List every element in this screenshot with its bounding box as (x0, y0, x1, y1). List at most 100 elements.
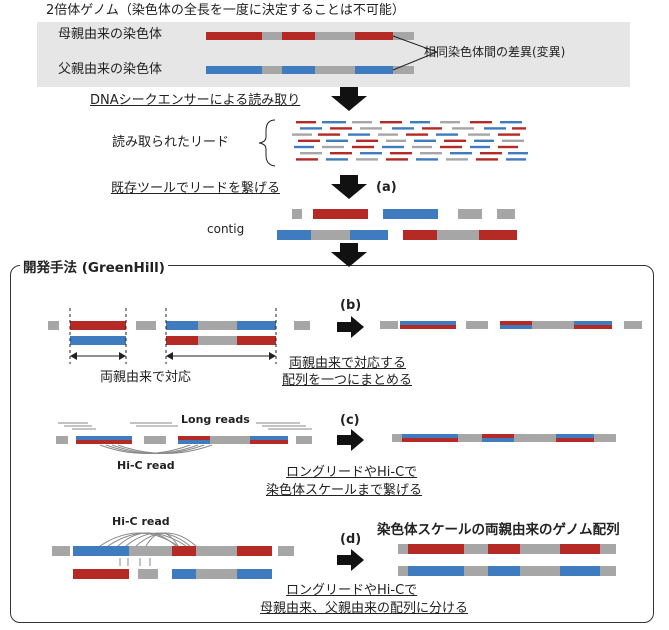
sequence-read (450, 152, 472, 155)
sequence-read (484, 127, 506, 130)
sequence-read (440, 145, 462, 149)
pair-label: 両親由来で対応 (100, 370, 192, 385)
merged-bar-b (624, 321, 642, 329)
scaffold-bar-c (144, 436, 166, 444)
sequence-read (498, 145, 518, 149)
sequence-read (468, 133, 490, 136)
right-arrow-b (337, 316, 364, 338)
genome-title: 2倍体ゲノム（染色体の全長を一度に決定することは不可能） (46, 3, 405, 18)
contig-bar-b (48, 321, 59, 330)
phasing-bar-d (73, 546, 129, 556)
sequence-read (356, 139, 378, 142)
sequence-read (392, 127, 414, 130)
merged-bar-b (400, 325, 456, 329)
sequence-read (378, 133, 398, 136)
sequence-read (298, 139, 320, 142)
sequence-read (412, 145, 432, 149)
scaffold-bar-c (56, 436, 68, 444)
sequence-read (292, 133, 312, 136)
phasing-bar-d (196, 546, 237, 556)
merged-bar-b (574, 321, 612, 325)
sequence-read (296, 158, 318, 161)
sequence-read (300, 152, 322, 155)
maternal-chromosome-bar (282, 32, 315, 40)
variation-pointer (392, 35, 439, 71)
contig-bar (313, 209, 368, 219)
contig-bar-b (136, 321, 156, 330)
reads-bracket (258, 119, 276, 167)
maternal-chromosome-bar (206, 32, 262, 40)
sequence-read (508, 152, 528, 155)
paternal-chromosome-bar (282, 66, 315, 74)
sequence-read (436, 133, 458, 136)
sequence-read (470, 121, 492, 124)
phased-result-bar (600, 544, 616, 554)
sequence-read (294, 145, 314, 149)
hic-read-arc (135, 532, 197, 547)
sequence-read (330, 127, 352, 130)
phasing-bar-d (138, 569, 158, 579)
hic-read-arc (145, 532, 179, 547)
phasing-bar-d (196, 569, 237, 579)
phased-result-bar (600, 566, 616, 576)
contig-step-label: 既存ツールでリードを繋げる (111, 181, 281, 196)
paternal-chromosome-bar (355, 66, 393, 74)
down-arrow-3 (331, 243, 367, 267)
contig-bar-b (166, 336, 198, 345)
maternal-chromosome-bar (262, 32, 282, 40)
sequence-read (500, 121, 522, 124)
sequence-read (352, 121, 372, 124)
down-arrow-1 (331, 87, 367, 111)
sequence-read (300, 127, 322, 130)
step-tag-b: (b) (340, 298, 362, 313)
scaffold-bar-c-result (556, 438, 594, 442)
merged-bar-b (500, 321, 532, 325)
hic-read-label-c: Hi-C read (117, 459, 175, 472)
scaffold-bar-c (250, 440, 288, 444)
phased-result-bar (408, 566, 464, 576)
right-arrow-d (337, 549, 364, 571)
merged-bar-b (574, 325, 612, 329)
phased-result-bar (520, 566, 560, 576)
phased-result-bar (488, 566, 520, 576)
merged-bar-b (500, 325, 532, 329)
sequence-read (498, 133, 520, 136)
contig-bar-b (198, 321, 237, 330)
merged-bar-b (532, 321, 574, 329)
step-tag-a: (a) (376, 180, 397, 195)
sequence-read (322, 145, 344, 149)
scaffold-bar-c (178, 440, 210, 444)
scaffold-bar-c-result (556, 434, 594, 438)
step-d-caption-line1: ロングリードやHi-Cで (286, 583, 418, 598)
step-tag-d: (d) (340, 532, 362, 547)
sequence-read (502, 139, 524, 142)
contig-bar (383, 209, 438, 219)
result-title: 染色体スケールの両親由来のゲノム配列 (377, 522, 620, 538)
sequence-read (506, 158, 526, 161)
sequencing-step-label: DNAシークエンサーによる読み取り (90, 93, 301, 108)
sequence-read (470, 145, 490, 149)
sequence-read (480, 152, 502, 155)
sequence-read (420, 152, 442, 155)
phased-result-bar (560, 544, 600, 554)
down-arrow-2 (331, 175, 367, 199)
phased-result-bar (398, 544, 408, 554)
scaffold-bar-c (296, 436, 312, 444)
phasing-bar-d (237, 569, 272, 579)
scaffold-bar-c-result (392, 434, 402, 442)
method-title: 開発手法 (GreenHill) (20, 260, 168, 276)
variation-label: 相同染色体間の差異(変異) (424, 45, 566, 59)
sequence-read (474, 139, 494, 142)
sequence-read (360, 152, 382, 155)
span-arrow-head (70, 352, 77, 360)
scaffold-bar-c-result (594, 434, 616, 442)
contig-bar (497, 209, 515, 219)
phasing-bar-d (129, 546, 172, 556)
contig-bar (437, 230, 479, 240)
phasing-bar-d (73, 569, 129, 579)
phasing-bar-d (172, 546, 196, 556)
sequence-read (422, 127, 442, 130)
contig-bar-b (70, 321, 126, 330)
phasing-bar-d (52, 546, 70, 556)
